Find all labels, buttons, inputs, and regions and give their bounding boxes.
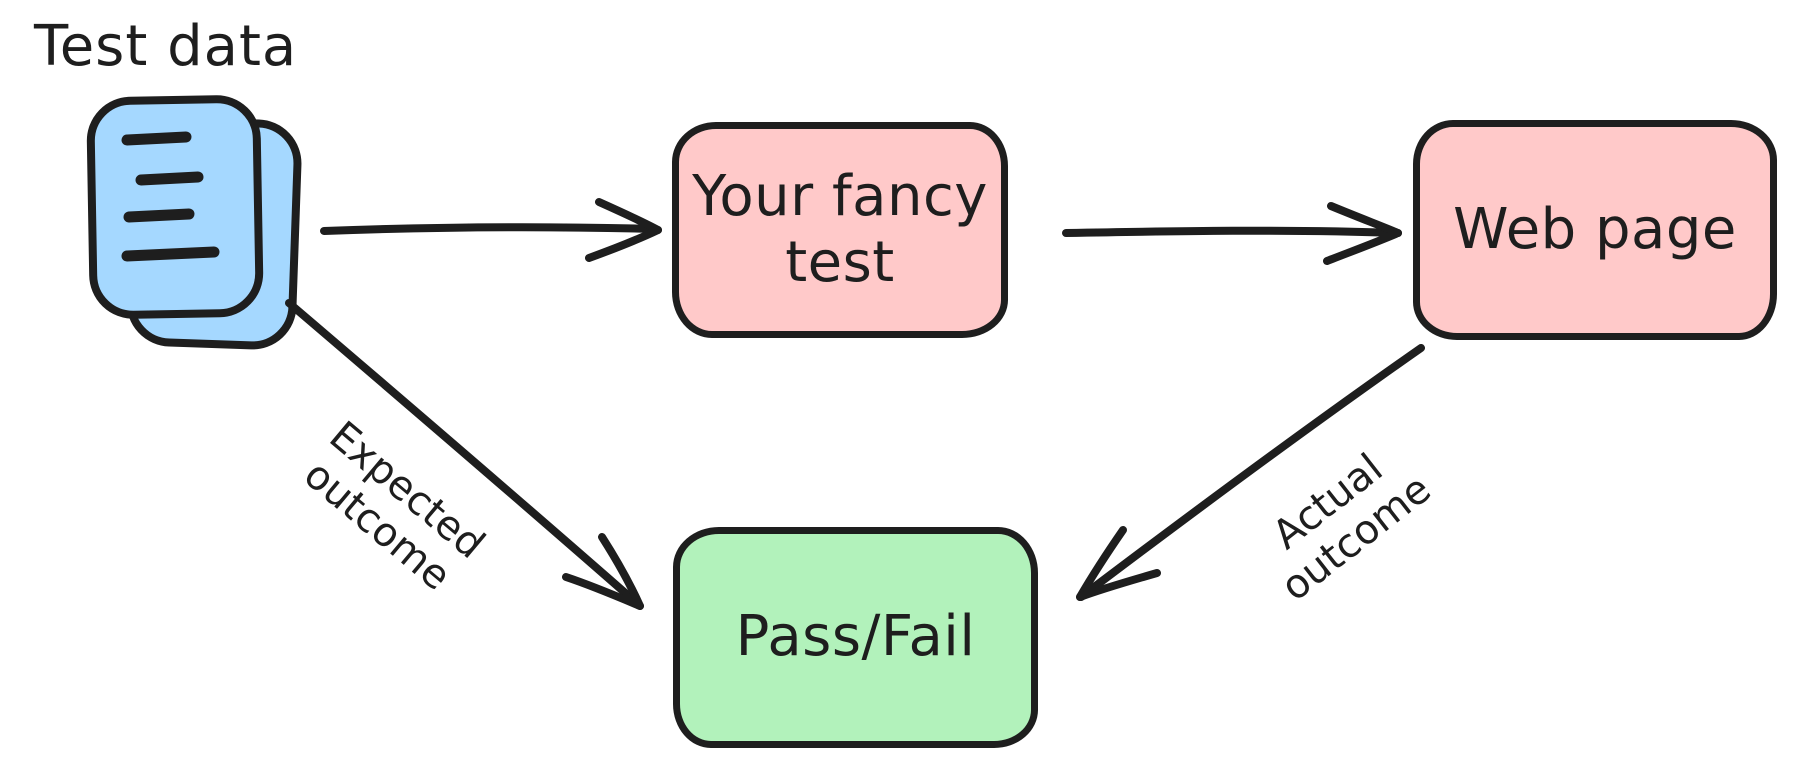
arrow-webpage-to-passfail [1076,344,1425,601]
document-text-lines [121,131,220,262]
document-front-page [86,95,264,319]
arrow-fancytest-to-webpage [1062,202,1402,265]
node-web-page: Web page [1413,120,1777,340]
arrow-testdata-to-fancytest [320,198,662,262]
test-data-label: Test data [34,14,298,79]
arrow-testdata-to-passfail [285,299,644,610]
node-your-fancy-test: Your fancy test [672,122,1008,338]
documents-icon [86,95,302,350]
node-pass-fail: Pass/Fail [673,527,1038,748]
